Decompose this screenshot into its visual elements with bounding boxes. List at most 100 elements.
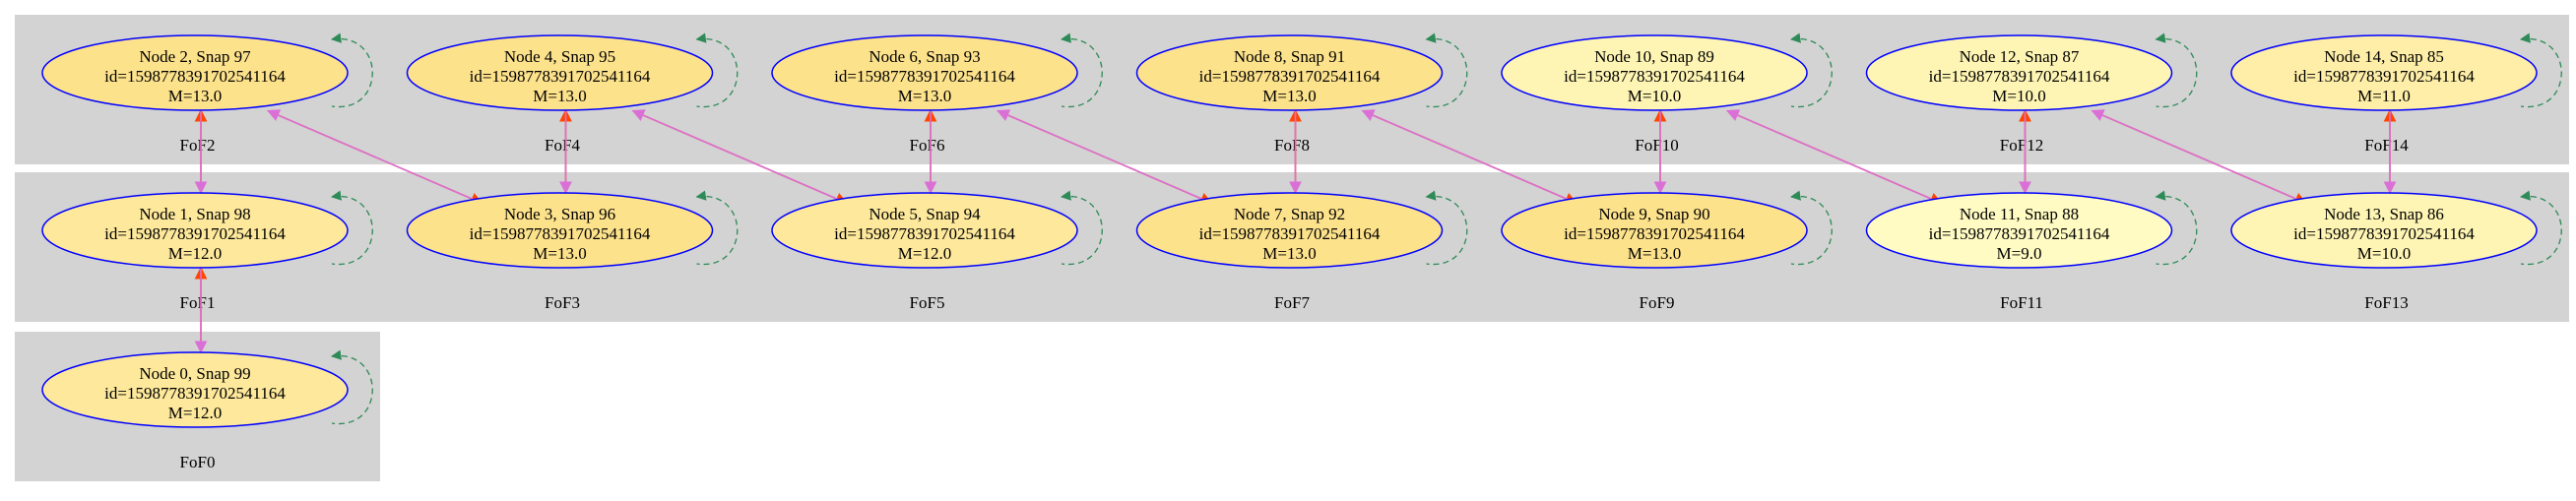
self-loop-n3 <box>695 190 739 266</box>
node-ellipse[interactable] <box>771 192 1078 269</box>
self-loop-n1 <box>330 190 373 266</box>
cluster-label: FoF7 <box>1274 293 1310 312</box>
node-title: Node 14, Snap 85 <box>2324 47 2444 66</box>
node-2[interactable]: Node 2, Snap 97id=1598778391702541164M=1… <box>41 34 349 111</box>
node-8[interactable]: Node 8, Snap 91id=1598778391702541164M=1… <box>1135 34 1444 111</box>
cluster-label: FoF4 <box>545 136 580 155</box>
cluster-label: FoF10 <box>1635 136 1678 155</box>
node-title: Node 0, Snap 99 <box>139 364 250 383</box>
self-loop-n14 <box>2519 32 2562 108</box>
node-ellipse[interactable] <box>41 34 349 111</box>
node-title: Node 6, Snap 93 <box>869 47 980 66</box>
self-loop-n10 <box>1789 32 1833 108</box>
node-ellipse[interactable] <box>1501 192 1808 269</box>
node-id: id=1598778391702541164 <box>1564 224 1745 243</box>
node-ellipse[interactable] <box>1135 34 1444 111</box>
node-id: id=1598778391702541164 <box>1199 67 1381 86</box>
node-title: Node 1, Snap 98 <box>139 205 250 223</box>
node-id: id=1598778391702541164 <box>1929 224 2110 243</box>
edge-n11-to-n10 <box>1725 109 1942 205</box>
self-loop-n8 <box>1425 32 1468 108</box>
node-4[interactable]: Node 4, Snap 95id=1598778391702541164M=1… <box>406 34 714 111</box>
node-mass: M=12.0 <box>168 244 222 263</box>
node-title: Node 10, Snap 89 <box>1594 47 1714 66</box>
node-mass: M=13.0 <box>533 87 586 105</box>
node-mass: M=13.0 <box>1262 244 1316 263</box>
node-id: id=1598778391702541164 <box>834 224 1015 243</box>
node-mass: M=12.0 <box>898 244 951 263</box>
node-13[interactable]: Node 13, Snap 86id=1598778391702541164M=… <box>2230 192 2538 269</box>
cluster-label: FoF13 <box>2364 293 2408 312</box>
node-ellipse[interactable] <box>406 192 714 269</box>
node-7[interactable]: Node 7, Snap 92id=1598778391702541164M=1… <box>1135 192 1444 269</box>
node-14[interactable]: Node 14, Snap 85id=1598778391702541164M=… <box>2230 34 2538 111</box>
node-ellipse[interactable] <box>1135 192 1444 269</box>
node-ellipse[interactable] <box>771 34 1078 111</box>
cluster-label: FoF2 <box>180 136 216 155</box>
node-title: Node 7, Snap 92 <box>1234 205 1345 223</box>
edge-n13-to-n12 <box>2091 109 2307 205</box>
self-loop-layer <box>330 32 2562 425</box>
edge-n9-to-n8 <box>1361 109 1578 205</box>
self-loop-n0 <box>330 349 373 425</box>
node-id: id=1598778391702541164 <box>1564 67 1745 86</box>
node-5[interactable]: Node 5, Snap 94id=1598778391702541164M=1… <box>771 192 1078 269</box>
cluster-label: FoF9 <box>1640 293 1675 312</box>
self-loop-n6 <box>1060 32 1103 108</box>
self-loop-n5 <box>1060 190 1103 266</box>
node-ellipse[interactable] <box>41 192 349 269</box>
node-9[interactable]: Node 9, Snap 90id=1598778391702541164M=1… <box>1501 192 1808 269</box>
node-mass: M=13.0 <box>533 244 586 263</box>
node-6[interactable]: Node 6, Snap 93id=1598778391702541164M=1… <box>771 34 1078 111</box>
node-mass: M=11.0 <box>2357 87 2411 105</box>
self-loop-n7 <box>1425 190 1468 266</box>
cluster-label: FoF5 <box>910 293 945 312</box>
node-title: Node 8, Snap 91 <box>1234 47 1345 66</box>
node-mass: M=10.0 <box>1628 87 1681 105</box>
edge-n7-to-n6 <box>996 109 1212 205</box>
node-title: Node 5, Snap 94 <box>869 205 981 223</box>
node-layer: Node 0, Snap 99id=1598778391702541164M=1… <box>41 34 2538 428</box>
node-title: Node 3, Snap 96 <box>504 205 615 223</box>
node-0[interactable]: Node 0, Snap 99id=1598778391702541164M=1… <box>41 351 349 428</box>
self-loop-n9 <box>1789 190 1833 266</box>
node-12[interactable]: Node 12, Snap 87id=1598778391702541164M=… <box>1865 34 2173 111</box>
node-ellipse[interactable] <box>41 351 349 428</box>
node-id: id=1598778391702541164 <box>834 67 1015 86</box>
node-ellipse[interactable] <box>406 34 714 111</box>
cluster-label: FoF0 <box>180 453 216 471</box>
node-id: id=1598778391702541164 <box>2293 224 2475 243</box>
node-mass: M=13.0 <box>1628 244 1681 263</box>
self-loop-n4 <box>695 32 739 108</box>
node-1[interactable]: Node 1, Snap 98id=1598778391702541164M=1… <box>41 192 349 269</box>
node-id: id=1598778391702541164 <box>104 384 286 403</box>
self-loop-n2 <box>330 32 373 108</box>
node-title: Node 12, Snap 87 <box>1960 47 2080 66</box>
node-title: Node 4, Snap 95 <box>504 47 615 66</box>
node-ellipse[interactable] <box>1865 34 2173 111</box>
node-ellipse[interactable] <box>2230 34 2538 111</box>
node-mass: M=12.0 <box>168 404 222 422</box>
node-3[interactable]: Node 3, Snap 96id=1598778391702541164M=1… <box>406 192 714 269</box>
node-id: id=1598778391702541164 <box>2293 67 2475 86</box>
cluster-label: FoF12 <box>2000 136 2043 155</box>
self-loop-n12 <box>2155 32 2198 108</box>
cluster-label: FoF14 <box>2364 136 2409 155</box>
node-mass: M=10.0 <box>1992 87 2045 105</box>
self-loop-n13 <box>2519 190 2562 266</box>
self-loop-n11 <box>2155 190 2198 266</box>
node-ellipse[interactable] <box>1865 192 2173 269</box>
edge-layer <box>194 108 2397 354</box>
node-title: Node 9, Snap 90 <box>1598 205 1709 223</box>
node-mass: M=13.0 <box>1262 87 1316 105</box>
node-10[interactable]: Node 10, Snap 89id=1598778391702541164M=… <box>1501 34 1808 111</box>
node-id: id=1598778391702541164 <box>470 224 651 243</box>
node-id: id=1598778391702541164 <box>104 67 286 86</box>
node-mass: M=9.0 <box>1997 244 2042 263</box>
cluster-label: FoF1 <box>180 293 216 312</box>
node-11[interactable]: Node 11, Snap 88id=1598778391702541164M=… <box>1865 192 2173 269</box>
edge-n5-to-n4 <box>631 109 848 205</box>
node-ellipse[interactable] <box>2230 192 2538 269</box>
node-ellipse[interactable] <box>1501 34 1808 111</box>
